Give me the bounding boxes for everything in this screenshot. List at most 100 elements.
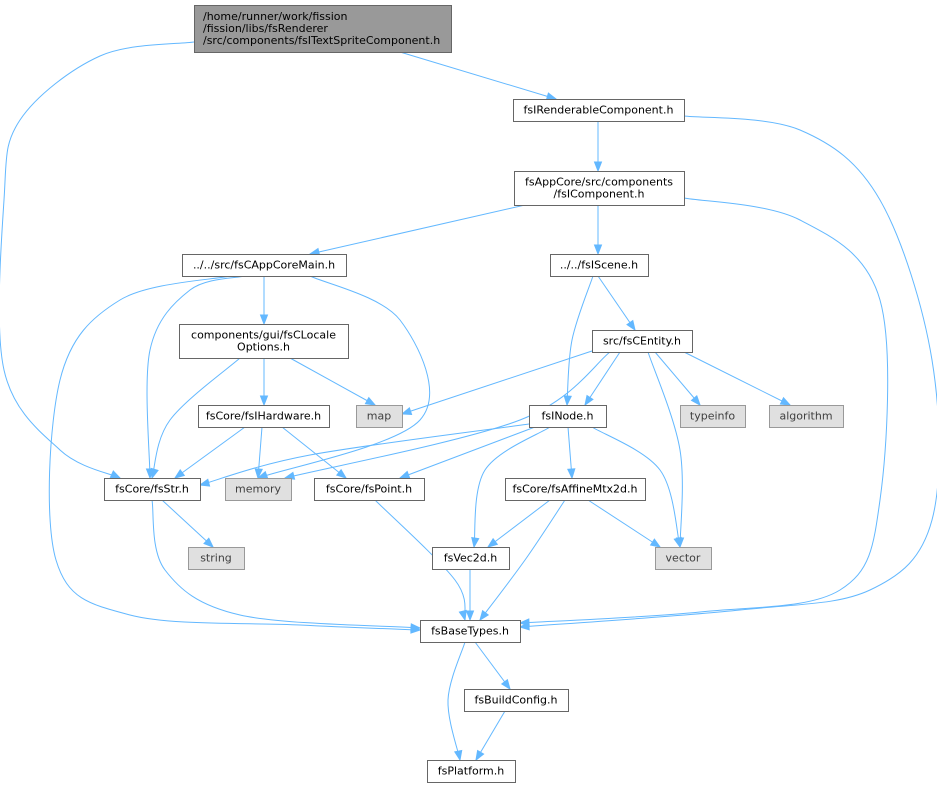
node-vec2d[interactable]: fsVec2d.h: [432, 547, 510, 570]
node-box: [514, 171, 685, 206]
edge-line: [473, 426, 551, 548]
node-vector: vector: [655, 547, 712, 570]
edge-locale-to-ihardware: [259, 358, 269, 407]
edge-appcoremain-to-locale: [259, 276, 269, 326]
node-fsstr[interactable]: fsCore/fsStr.h: [104, 478, 201, 501]
node-label: ../../src/fsCAppCoreMain.h: [193, 259, 335, 272]
edge-line: [281, 426, 347, 479]
node-label: algorithm: [779, 410, 832, 423]
edge-line: [597, 275, 636, 331]
nodes-layer: /home/runner/work/fission/fission/libs/f…: [104, 5, 844, 783]
edge-inode-to-fspoint: [398, 426, 536, 479]
edge-inode-to-vec2d: [471, 426, 551, 549]
node-box: [179, 324, 349, 359]
node-box: [356, 405, 403, 428]
edge-arrowhead: [584, 394, 594, 407]
edge-line: [174, 426, 246, 479]
edge-line: [146, 275, 246, 479]
node-ihardware[interactable]: fsCore/fsIHardware.h: [198, 405, 330, 428]
edge-centity-to-typeinfo: [654, 351, 701, 407]
edge-ihardware-to-fsstr: [173, 426, 246, 479]
node-label: memory: [235, 483, 281, 496]
edge-arrowhead: [500, 678, 511, 691]
edge-fsstr-to-basetypes: [151, 499, 422, 632]
edge-line: [151, 357, 241, 479]
edge-appcoremain-to-memory: [256, 275, 430, 479]
edge-centity-to-inode: [584, 351, 621, 407]
node-string: string: [188, 547, 245, 570]
edge-arrowhead: [410, 623, 422, 632]
edge-fspoint-to-basetypes: [374, 499, 467, 622]
edge-icomponent-to-appcoremain: [308, 204, 526, 257]
node-box: [655, 547, 712, 570]
edge-line: [591, 426, 681, 548]
node-label: components/gui/fsCLocale: [191, 329, 336, 342]
edge-line: [474, 641, 511, 690]
edges-layer: [0, 41, 937, 762]
edge-arrowhead: [465, 610, 475, 622]
node-affine[interactable]: fsCore/fsAffineMtx2d.h: [505, 478, 646, 501]
node-buildconfig[interactable]: fsBuildConfig.h: [464, 689, 569, 712]
edge-locale-to-fsstr: [150, 357, 241, 480]
node-label: fsBaseTypes.h: [431, 625, 509, 638]
node-appcoremain[interactable]: ../../src/fsCAppCoreMain.h: [182, 254, 347, 277]
edge-line: [566, 275, 594, 406]
edge-arrowhead: [398, 470, 411, 479]
edge-line: [487, 499, 551, 548]
node-label: fsINode.h: [541, 410, 593, 423]
node-label: ../../fsIScene.h: [560, 259, 638, 272]
node-fspoint[interactable]: fsCore/fsPoint.h: [314, 478, 425, 501]
edge-arrowhead: [335, 468, 348, 479]
edge-ihardware-to-memory: [254, 426, 263, 480]
node-box: [314, 478, 425, 501]
node-map: map: [356, 405, 403, 428]
node-label: fsBuildConfig.h: [475, 694, 558, 707]
edge-arrowhead: [475, 749, 485, 762]
edge-icomponent-to-basetypes: [518, 197, 889, 627]
edge-arrowhead: [567, 468, 576, 480]
node-iscene[interactable]: ../../fsIScene.h: [550, 254, 649, 277]
node-box: [513, 99, 685, 122]
edge-arrowhead: [254, 468, 263, 480]
node-centity[interactable]: src/fsCEntity.h: [592, 330, 693, 353]
edge-arrowhead: [779, 396, 792, 406]
edge-centity-to-algorithm: [679, 349, 792, 406]
edge-line: [587, 499, 661, 548]
node-label: typeinfo: [690, 410, 735, 423]
node-basetypes[interactable]: fsBaseTypes.h: [420, 620, 521, 643]
node-label: src/fsCEntity.h: [603, 335, 681, 348]
node-box: [769, 405, 844, 428]
node-box: [225, 478, 292, 501]
edge-arrowhead: [593, 244, 603, 256]
node-label: /fission/libs/fsRenderer: [203, 22, 328, 35]
edge-line: [584, 351, 621, 406]
node-box: [550, 254, 649, 277]
edge-arrowhead: [593, 161, 603, 173]
node-label: fsCore/fsStr.h: [115, 483, 189, 496]
node-platform[interactable]: fsPlatform.h: [427, 760, 516, 783]
edge-arrowhead: [458, 609, 467, 622]
node-box: [188, 547, 245, 570]
node-label: /home/runner/work/fission: [203, 10, 348, 23]
edge-line: [519, 115, 937, 628]
edge-arrowhead: [109, 470, 122, 479]
node-label: map: [367, 410, 391, 423]
node-icomponent[interactable]: fsAppCore/src/components/fsIComponent.h: [514, 171, 685, 206]
node-label: /src/components/fsITextSpriteComponent.h: [203, 34, 440, 47]
node-label: /fsIComponent.h: [554, 188, 645, 201]
edge-fsstr-to-string: [161, 499, 215, 548]
edge-arrowhead: [453, 749, 463, 762]
edge-arrowhead: [518, 618, 530, 627]
node-label: fsCore/fsAffineMtx2d.h: [512, 483, 637, 496]
node-label: fsCore/fsIHardware.h: [206, 410, 321, 423]
node-label: fsVec2d.h: [444, 552, 498, 565]
node-label: Options.h: [237, 341, 290, 354]
edge-line: [399, 51, 557, 100]
node-renderable[interactable]: fsIRenderableComponent.h: [513, 99, 685, 122]
node-box: [529, 405, 607, 428]
node-label: fsCore/fsPoint.h: [326, 483, 412, 496]
edge-line: [479, 499, 566, 621]
edge-line: [284, 351, 611, 479]
node-inode[interactable]: fsINode.h: [529, 405, 607, 428]
